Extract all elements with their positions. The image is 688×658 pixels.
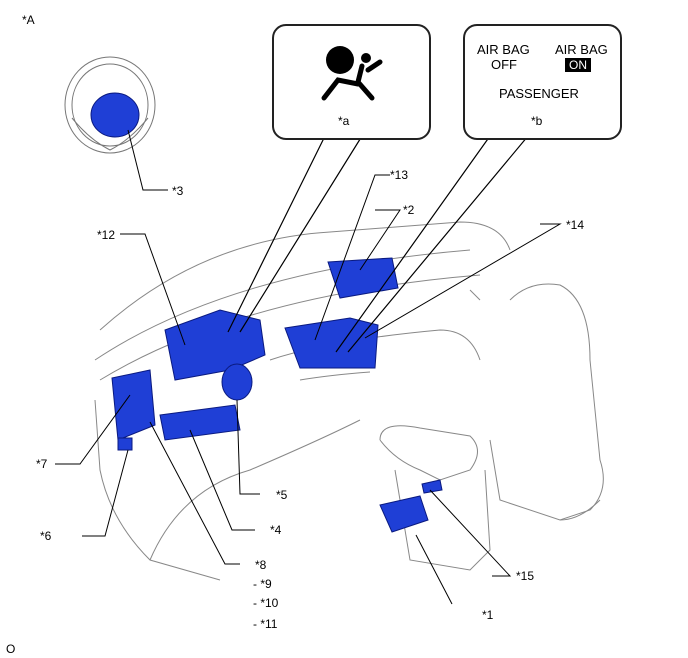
label-13: *13 — [390, 168, 409, 182]
label-8: *8 — [255, 558, 267, 572]
steering-airbag-shape — [90, 92, 140, 138]
airbag-off-line1: AIR BAG — [477, 42, 530, 57]
corner-label: O — [6, 642, 16, 656]
callout-b-box: AIR BAG OFF AIR BAG ON PASSENGER *b — [463, 24, 622, 140]
airbag-on-line1: AIR BAG — [555, 42, 608, 57]
airbag-ecu-shape — [379, 495, 429, 533]
airbag-warning-icon — [321, 46, 383, 101]
driver-knee-airbag-shape — [159, 404, 241, 441]
spiral-cable-shape — [221, 363, 253, 401]
small-sensor-shape — [117, 437, 133, 451]
label-7: *7 — [36, 457, 48, 471]
label-1: *1 — [482, 608, 494, 622]
label-10: - *10 — [253, 596, 279, 610]
center-panel-shape — [284, 317, 379, 369]
label-6: *6 — [40, 529, 52, 543]
view-label: *A — [22, 13, 35, 27]
steering-wheel-inset — [64, 56, 156, 154]
airbag-on-line2: ON — [565, 58, 591, 72]
label-9: - *9 — [253, 577, 272, 591]
label-14: *14 — [566, 218, 585, 232]
callout-b-label: *b — [531, 114, 543, 128]
label-15: *15 — [516, 569, 535, 583]
curtain-sensor-shape — [111, 369, 156, 441]
label-3: *3 — [172, 184, 184, 198]
passenger-text: PASSENGER — [499, 86, 579, 101]
seat-sensor-shape — [421, 479, 443, 494]
label-11: - *11 — [253, 617, 278, 631]
passenger-airbag-shape — [327, 257, 399, 299]
leader-3 — [127, 129, 168, 191]
combination-meter-shape — [164, 309, 266, 381]
callout-a-label: *a — [338, 114, 350, 128]
airbag-off-line2: OFF — [491, 57, 517, 72]
callout-pointers — [227, 135, 529, 353]
callout-a-box: *a — [272, 24, 431, 140]
label-12: *12 — [97, 228, 116, 242]
label-2: *2 — [403, 203, 415, 217]
label-4: *4 — [270, 523, 282, 537]
label-5: *5 — [276, 488, 288, 502]
leader-lines — [55, 174, 562, 605]
blue-components — [111, 257, 443, 533]
